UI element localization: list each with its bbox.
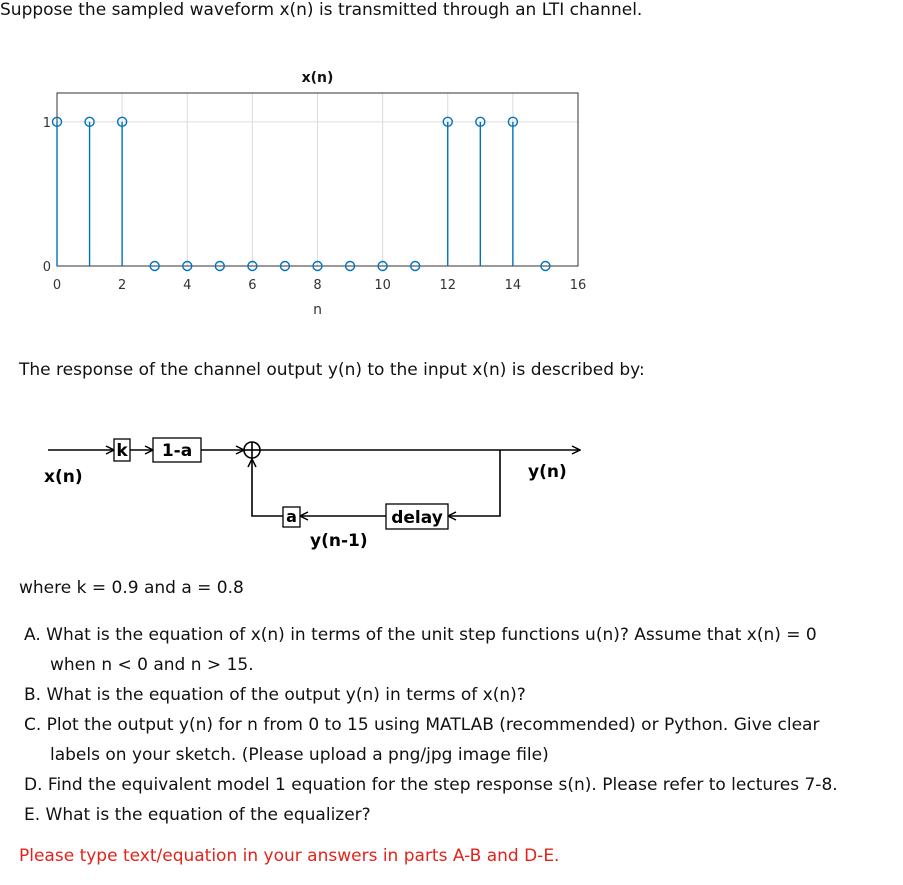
where-text: where k = 0.9 and a = 0.8 [19,578,244,598]
input-label: x(n) [44,467,83,487]
stem-marker [475,116,486,128]
y-tick-label: 0 [43,260,51,275]
stem-marker [116,116,128,128]
x-tick-label: 6 [248,278,256,293]
intro-text: Suppose the sampled waveform x(n) is tra… [0,0,643,20]
answer-note: Please type text/equation in your answer… [19,846,560,866]
stem-marker [149,260,160,272]
x-axis-label: n [313,302,322,318]
question-a: A. What is the equation of x(n) in terms… [24,620,894,680]
y-tick-label: 1 [43,116,51,131]
stem-marker [279,260,291,272]
stem-marker [51,116,63,128]
delay-label: delay [391,508,443,528]
k-label: k [116,441,128,461]
delay-block [385,503,449,530]
question-b-line1: B. What is the equation of the output y(… [24,685,526,705]
a-block [282,506,301,528]
question-c-line2: labels on your sketch. (Please upload a … [50,745,549,765]
question-c: C. Plot the output y(n) for n from 0 to … [24,710,894,770]
stem-marker [377,260,388,272]
x-tick-label: 14 [505,278,522,293]
question-c-line1: C. Plot the output y(n) for n from 0 to … [24,715,820,735]
question-list: A. What is the equation of x(n) in terms… [24,620,894,830]
gain-label: 1-a [162,441,192,461]
stem-marker [344,260,356,272]
x-tick-label: 4 [183,278,191,293]
question-e: E. What is the equation of the equalizer… [24,800,894,830]
gain-block [152,437,202,463]
stem-marker [247,260,258,272]
feedback-line-right [448,450,501,516]
x-tick-label: 10 [374,278,391,293]
block-diagram-svg: k 1-a delay a x(n) y(n) y(n-1) [44,437,630,551]
feedback-label: y(n-1) [310,531,368,551]
stem-marker [182,260,193,272]
question-b: B. What is the equation of the output y(… [24,680,894,710]
a-to-sum-line [252,459,283,517]
summing-junction [243,441,261,459]
chart-title: x(n) [302,70,334,86]
question-d: D. Find the equivalent model 1 equation … [24,770,894,800]
stem-chart: 0 2 4 6 8 10 12 14 16 0 1 x(n) n [0,60,620,330]
block-diagram: k 1-a delay a x(n) y(n) y(n-1) [30,425,630,555]
chart-svg: 0 2 4 6 8 10 12 14 16 0 1 x(n) n [43,70,587,318]
question-d-line1: D. Find the equivalent model 1 equation … [24,775,838,795]
x-tick-label: 12 [439,278,456,293]
x-tick-label: 16 [570,278,587,293]
stem-marker [540,260,551,272]
question-a-line2: when n < 0 and n > 15. [50,655,254,675]
question-a-line1: A. What is the equation of x(n) in terms… [24,625,817,645]
stem-marker [442,116,453,128]
stem-marker [84,116,95,128]
output-label: y(n) [528,462,567,482]
x-tick-label: 8 [313,278,321,293]
stem-marker [214,260,226,272]
response-text: The response of the channel output y(n) … [19,360,645,380]
stem-marker [312,260,323,272]
stem-marker [409,260,421,272]
x-tick-label: 0 [53,278,61,293]
x-tick-label: 2 [118,278,126,293]
question-e-line1: E. What is the equation of the equalizer… [24,805,371,825]
stem-marker [507,116,519,128]
a-label: a [286,507,297,526]
